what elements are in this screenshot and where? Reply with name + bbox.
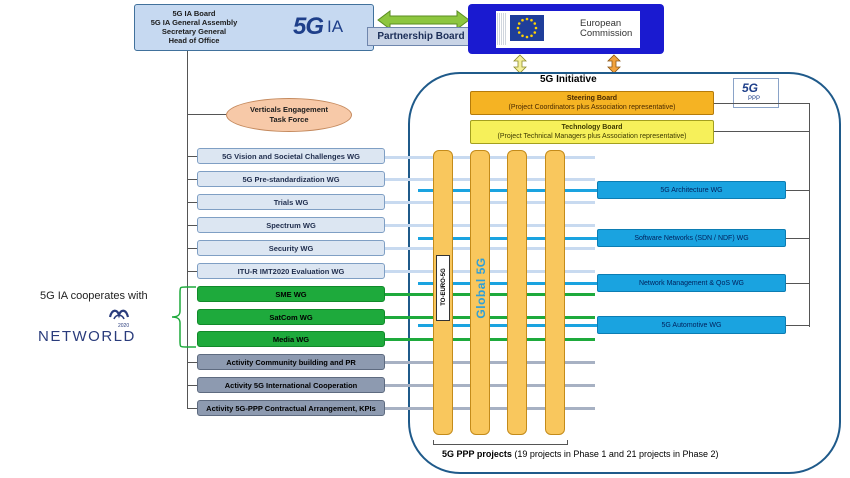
toeuro-5g-badge: TO-EURO-5G bbox=[436, 255, 450, 321]
verticals-line2: Task Force bbox=[269, 115, 309, 124]
wg-vision: 5G Vision and Societal Challenges WG bbox=[197, 148, 385, 164]
steering-board: Steering Board (Project Coordinators plu… bbox=[470, 91, 714, 115]
toeuro-label: TO-EURO-5G bbox=[441, 268, 447, 306]
5g-ia-logo-icon: 5G IA bbox=[293, 13, 343, 41]
wg-trials: Trials WG bbox=[197, 194, 385, 210]
verticals-line1: Verticals Engagement bbox=[250, 105, 328, 114]
ia-board-line: 5G IA General Assembly bbox=[150, 18, 238, 27]
initiative-frame bbox=[408, 72, 841, 474]
wg-sme: SME WG bbox=[197, 286, 385, 302]
networld-name: NETWORLD bbox=[38, 328, 136, 345]
verticals-task-force: Verticals Engagement Task Force bbox=[226, 98, 352, 132]
activity-international: Activity 5G International Cooperation bbox=[197, 377, 385, 393]
5g-ia-logo-prefix: 5G bbox=[293, 13, 324, 40]
double-arrow-icon bbox=[607, 54, 621, 74]
ec-line1: European bbox=[580, 18, 622, 29]
wg-software-networks: Software Networks (SDN / NDF) WG bbox=[597, 229, 786, 247]
wg-security: Security WG bbox=[197, 240, 385, 256]
ppp-logo-bottom: PPP bbox=[748, 96, 761, 102]
ppp-logo-top: 5G bbox=[742, 81, 759, 95]
projects-bracket bbox=[433, 440, 568, 445]
initiative-title: 5G Initiative bbox=[540, 74, 597, 85]
european-commission-box: European Commission bbox=[468, 4, 664, 54]
technology-subtitle: (Project Technical Managers plus Associa… bbox=[497, 133, 687, 140]
double-arrow-icon bbox=[513, 54, 527, 74]
wg-pre-standardization: 5G Pre-standardization WG bbox=[197, 171, 385, 187]
ec-line2: Commission bbox=[580, 28, 633, 39]
5g-ia-logo-suffix: IA bbox=[327, 17, 344, 36]
wg-network-management: Network Management & QoS WG bbox=[597, 274, 786, 292]
technology-board: Technology Board (Project Technical Mana… bbox=[470, 120, 714, 144]
project-pillar-global bbox=[470, 150, 490, 435]
global-5g-label: Global 5G bbox=[474, 257, 488, 319]
networld-bracket bbox=[171, 286, 196, 348]
projects-caption-bold: 5G PPP projects bbox=[442, 449, 512, 459]
wg-media: Media WG bbox=[197, 331, 385, 347]
activity-contractual: Activity 5G-PPP Contractual Arrangement,… bbox=[197, 400, 385, 416]
networld-logo-icon bbox=[108, 309, 130, 320]
project-pillar bbox=[507, 150, 527, 435]
wg-automotive: 5G Automotive WG bbox=[597, 316, 786, 334]
ia-board-box: 5G IA Board 5G IA General Assembly Secre… bbox=[134, 4, 374, 51]
project-pillar bbox=[545, 150, 565, 435]
wg-spectrum: Spectrum WG bbox=[197, 217, 385, 233]
activity-community: Activity Community building and PR bbox=[197, 354, 385, 370]
projects-caption: 5G PPP projects (19 projects in Phase 1 … bbox=[442, 449, 719, 459]
partnership-board: Partnership Board bbox=[367, 27, 475, 46]
wg-itu-r: ITU-R IMT2020 Evaluation WG bbox=[197, 263, 385, 279]
technology-title: Technology Board bbox=[561, 124, 623, 131]
eu-flag-icon bbox=[510, 15, 544, 41]
ia-board-line: Secretary General bbox=[161, 27, 227, 36]
ia-board-line: Head of Office bbox=[168, 36, 220, 45]
networld-year: 2020 bbox=[118, 323, 130, 329]
ia-board-line: 5G IA Board bbox=[172, 9, 216, 18]
networld-caption: 5G IA cooperates with bbox=[40, 290, 148, 302]
steering-subtitle: (Project Coordinators plus Association r… bbox=[508, 104, 676, 111]
wg-architecture: 5G Architecture WG bbox=[597, 181, 786, 199]
projects-caption-detail: (19 projects in Phase 1 and 21 projects … bbox=[511, 449, 719, 459]
left-vertical-connector bbox=[187, 51, 188, 409]
steering-title: Steering Board bbox=[566, 95, 618, 102]
wg-satcom: SatCom WG bbox=[197, 309, 385, 325]
